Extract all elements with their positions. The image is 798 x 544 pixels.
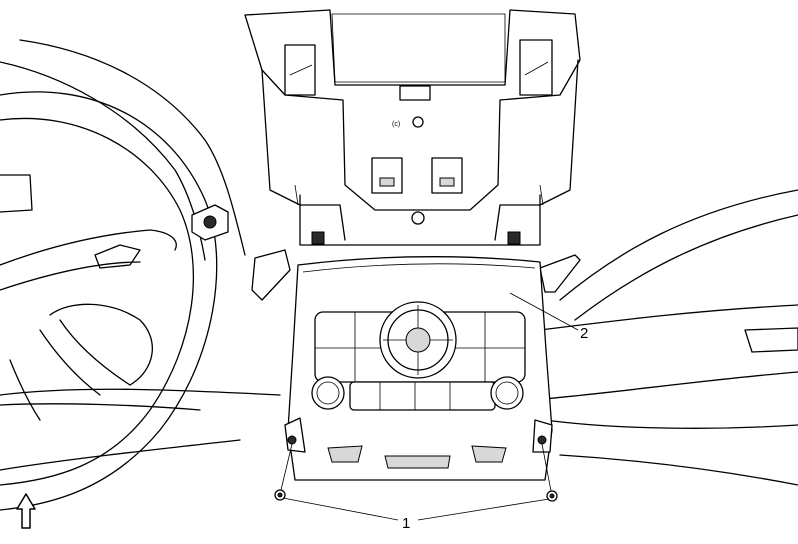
up-arrow-icon <box>16 493 36 529</box>
navigation-knob <box>379 301 457 379</box>
radio-control-panel <box>284 256 553 481</box>
screw-left <box>274 489 286 501</box>
tune-knob <box>490 376 524 410</box>
leader-lines <box>280 292 579 521</box>
callout-label-2: 2 <box>580 325 588 342</box>
mounting-bracket: (c) <box>244 9 581 246</box>
screw-right <box>546 490 558 502</box>
dashboard-outline <box>0 39 798 486</box>
callout-label-1: 1 <box>402 515 410 532</box>
steering-wheel <box>0 91 218 511</box>
volume-knob <box>311 376 345 410</box>
panel-small-label: (c) <box>392 121 400 128</box>
side-switch <box>191 204 229 241</box>
